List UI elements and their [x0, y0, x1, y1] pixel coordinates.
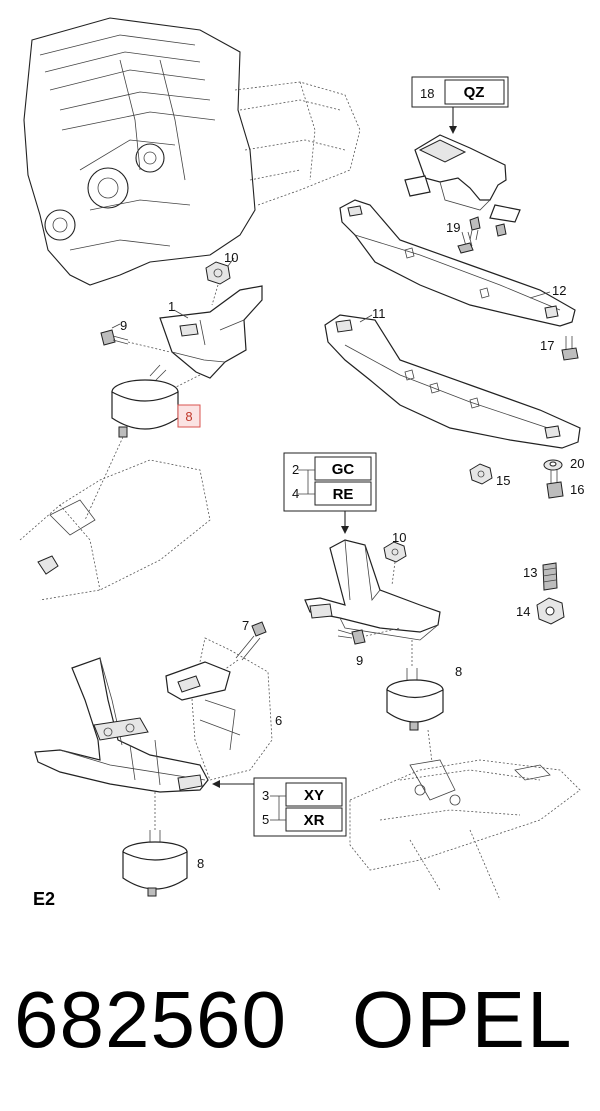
- callout-10-center: 10: [392, 530, 406, 545]
- xy-xr-reference: 3 5 XY XR: [212, 777, 347, 837]
- code-xr: XR: [304, 812, 325, 829]
- washer-20: [543, 459, 563, 471]
- callout-19: 19: [446, 220, 460, 235]
- stud-13: [542, 562, 558, 591]
- callout-13: 13: [523, 565, 537, 580]
- gc-re-reference: 2 4 GC RE: [283, 452, 377, 534]
- bolt-16: [546, 470, 564, 499]
- upper-right-bracket: [404, 134, 521, 254]
- crossmember-11: [324, 314, 581, 449]
- lower-left-bracket-assembly: [34, 621, 273, 897]
- brand-name: OPEL: [352, 975, 574, 1064]
- callout-12: 12: [552, 283, 566, 298]
- code-qz: QZ: [464, 84, 485, 101]
- center-bracket-assembly: [304, 539, 581, 901]
- exploded-parts-diagram: 8 10 1 9 18 QZ 19 12 17: [19, 17, 584, 909]
- callout-18: 18: [420, 86, 434, 101]
- nut-14: [536, 597, 565, 625]
- footer: 682560 OPEL: [0, 970, 600, 1080]
- callout-9-center: 9: [356, 653, 363, 668]
- left-mount-assembly: [19, 257, 263, 601]
- qz-reference: 18 QZ: [411, 76, 509, 134]
- callout-8-center: 8: [455, 664, 462, 679]
- callout-8-lower: 8: [197, 856, 204, 871]
- callout-7: 7: [242, 618, 249, 633]
- engine-illustration: [23, 17, 361, 286]
- callout-5: 5: [262, 812, 269, 827]
- bolt-17: [561, 336, 579, 361]
- callout-11: 11: [372, 306, 386, 321]
- callout-17: 17: [540, 338, 554, 353]
- callout-6: 6: [275, 713, 282, 728]
- callout-8-highlighted: 8: [185, 409, 192, 424]
- callout-3: 3: [262, 788, 269, 803]
- callout-2: 2: [292, 462, 299, 477]
- section-label: E2: [33, 889, 55, 909]
- code-gc: GC: [332, 461, 355, 478]
- callout-10-left: 10: [224, 250, 238, 265]
- callout-16: 16: [570, 482, 584, 497]
- crossmember-12: [339, 199, 576, 327]
- highlighted-callout-box: [177, 404, 201, 428]
- callout-15: 15: [496, 473, 510, 488]
- nut-15: [469, 463, 493, 485]
- code-re: RE: [333, 486, 354, 503]
- callout-14: 14: [516, 604, 530, 619]
- callout-4: 4: [292, 486, 299, 501]
- callout-1: 1: [168, 299, 175, 314]
- callout-20: 20: [570, 456, 584, 471]
- part-number: 682560: [14, 975, 287, 1064]
- callout-9-left: 9: [120, 318, 127, 333]
- code-xy: XY: [304, 787, 324, 804]
